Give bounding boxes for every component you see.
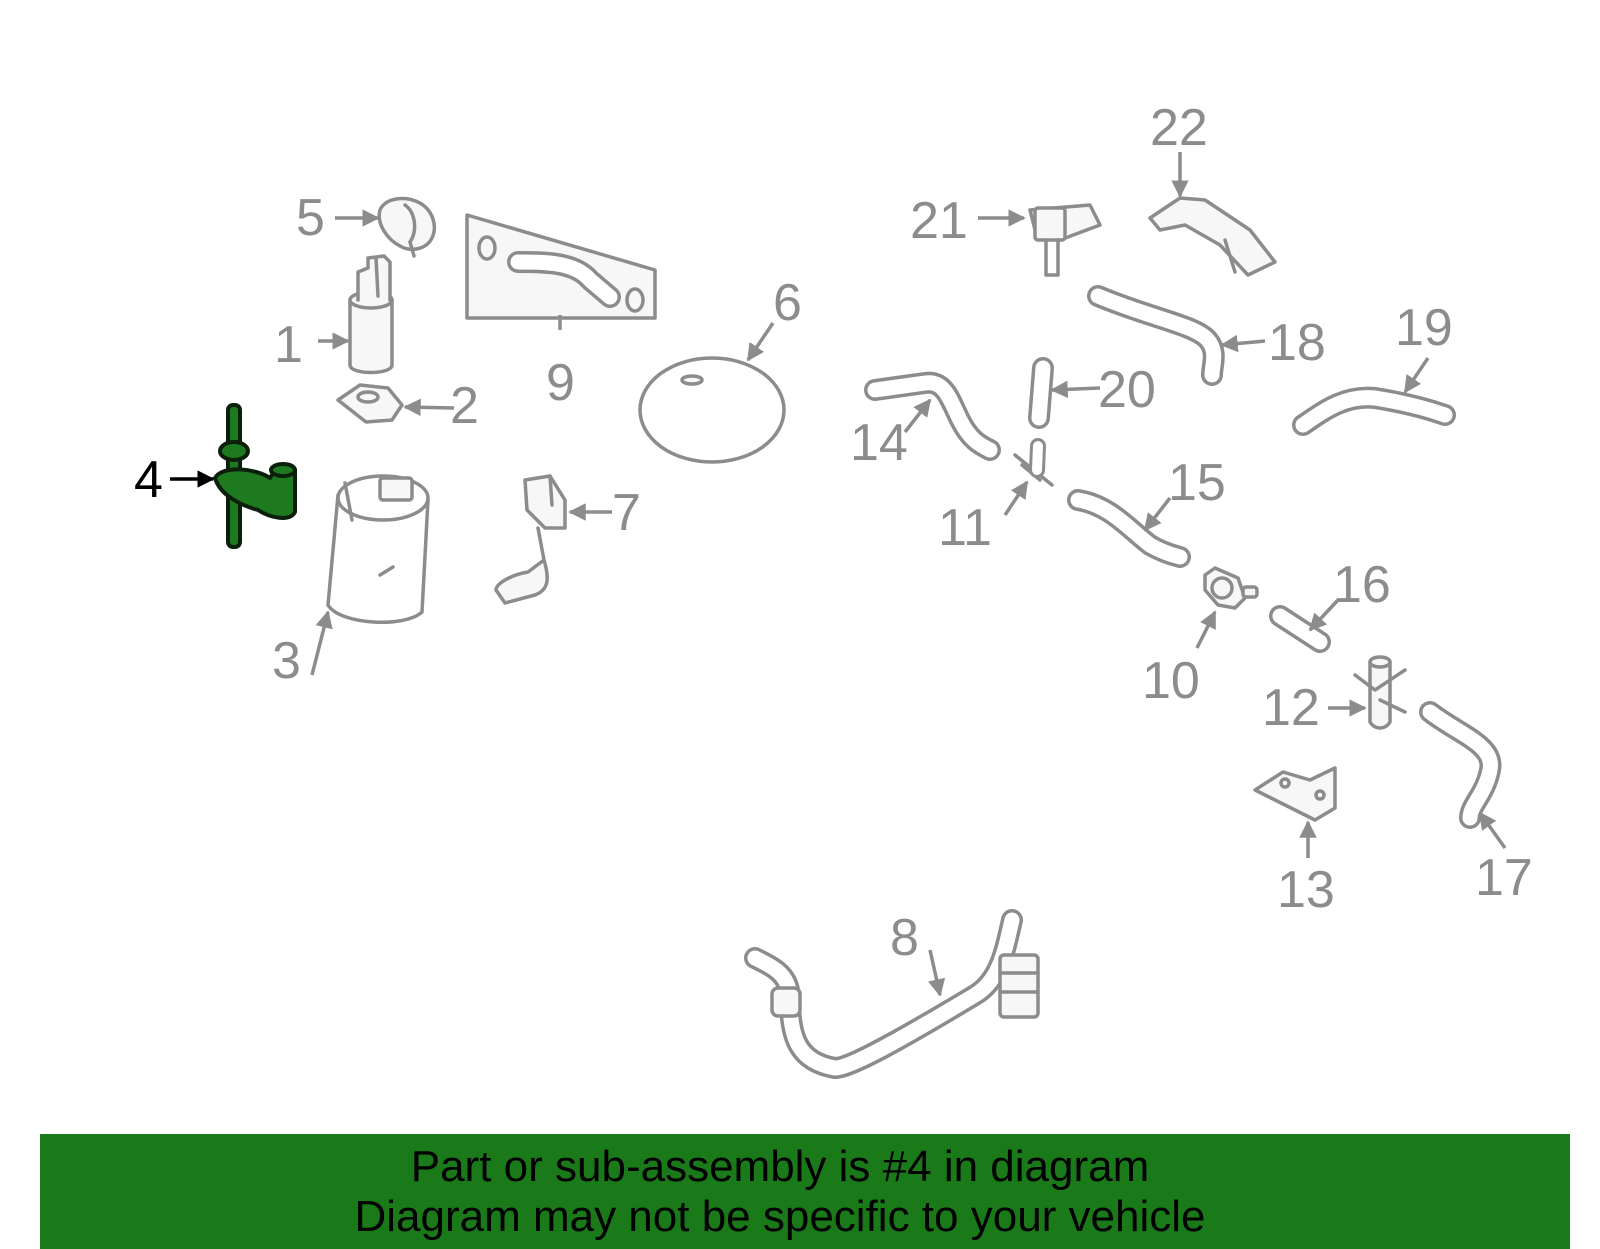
callout-6: 6 bbox=[773, 274, 802, 332]
callout-4-highlighted: 4 bbox=[134, 451, 163, 509]
callout-18: 18 bbox=[1268, 314, 1326, 372]
callout-14: 14 bbox=[850, 414, 908, 472]
part-1-fuel-pump[interactable] bbox=[348, 254, 394, 375]
callout-8: 8 bbox=[890, 909, 919, 967]
part-22-bracket[interactable] bbox=[1148, 196, 1277, 277]
info-banner: Part or sub-assembly is #4 in diagram Di… bbox=[40, 1134, 1570, 1249]
callout-7: 7 bbox=[612, 484, 641, 542]
callout-13: 13 bbox=[1277, 861, 1335, 919]
callout-11: 11 bbox=[938, 499, 992, 557]
callout-10: 10 bbox=[1142, 652, 1200, 710]
callout-20: 20 bbox=[1098, 361, 1156, 419]
part-21-sensor[interactable] bbox=[1028, 203, 1102, 277]
part-11-tee[interactable] bbox=[1013, 438, 1054, 487]
part-9-bracket[interactable] bbox=[465, 213, 657, 320]
part-4-highlighted[interactable] bbox=[213, 403, 297, 549]
callout-17: 17 bbox=[1475, 849, 1533, 907]
part-12-connector[interactable] bbox=[1353, 655, 1407, 730]
callout-12: 12 bbox=[1262, 679, 1320, 737]
part-3-canister[interactable] bbox=[326, 474, 430, 624]
callout-15: 15 bbox=[1168, 454, 1226, 512]
callout-numbers: 5 1 2 9 6 3 7 8 10 11 12 13 14 15 16 17 … bbox=[134, 99, 1533, 967]
part-18-hose[interactable] bbox=[1087, 285, 1225, 386]
callout-22: 22 bbox=[1150, 99, 1208, 157]
part-17-hose[interactable] bbox=[1419, 701, 1502, 829]
part-19-hose[interactable] bbox=[1292, 386, 1456, 436]
callout-21: 21 bbox=[910, 192, 968, 250]
callout-19: 19 bbox=[1395, 299, 1453, 357]
callout-arrows bbox=[310, 152, 1507, 997]
part-7-sensor[interactable] bbox=[494, 474, 567, 605]
callout-5: 5 bbox=[296, 189, 325, 247]
part-13-bracket[interactable] bbox=[1253, 766, 1337, 822]
callout-1: 1 bbox=[274, 316, 303, 374]
banner-line-2: Diagram may not be specific to your vehi… bbox=[354, 1192, 1206, 1241]
callout-16: 16 bbox=[1333, 556, 1391, 614]
callout-2: 2 bbox=[450, 377, 479, 435]
part-20-tube[interactable] bbox=[1028, 357, 1054, 429]
banner-line-1: Part or sub-assembly is #4 in diagram bbox=[410, 1142, 1150, 1191]
part-6-cover[interactable] bbox=[638, 356, 786, 464]
part-15-hose[interactable] bbox=[1067, 489, 1191, 568]
part-14-hose[interactable] bbox=[864, 371, 1001, 461]
callout-9: 9 bbox=[546, 354, 575, 412]
part-16-hose[interactable] bbox=[1269, 605, 1331, 653]
callout-3: 3 bbox=[272, 632, 301, 690]
part-5-clamp[interactable] bbox=[377, 196, 437, 258]
part-8-fuel-line[interactable] bbox=[744, 909, 1040, 1079]
part-2-seal[interactable] bbox=[336, 383, 404, 424]
part-10-valve[interactable] bbox=[1203, 566, 1259, 610]
